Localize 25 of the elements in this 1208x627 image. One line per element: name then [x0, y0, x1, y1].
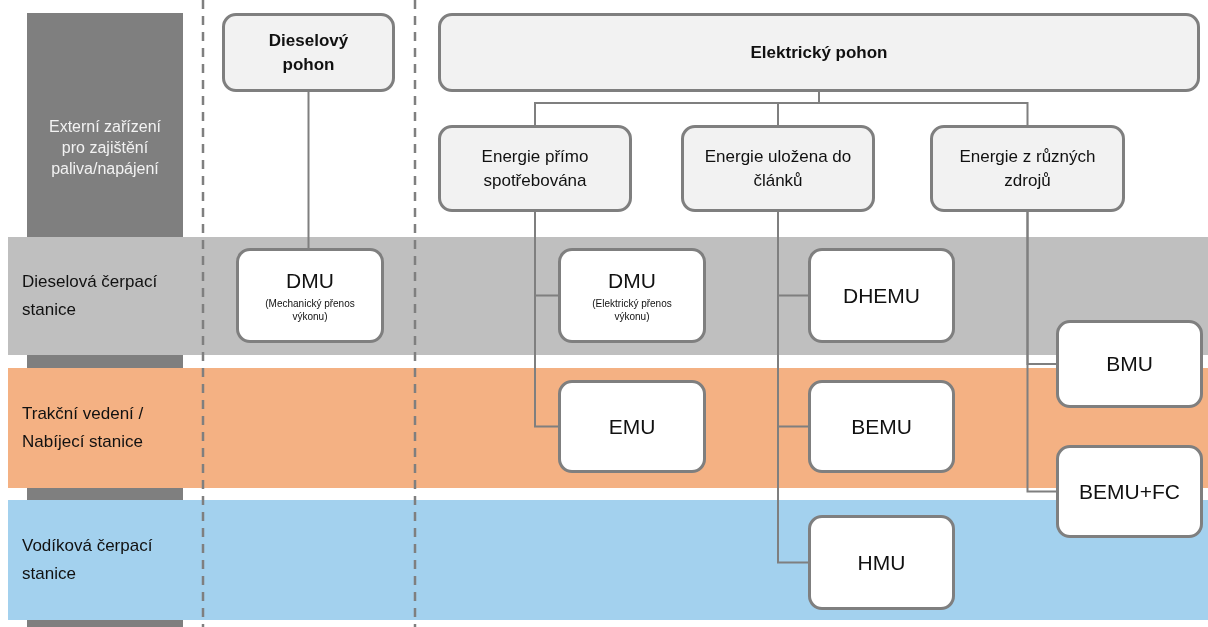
column-band: Externí zařízení pro zajištění paliva/napájení [27, 13, 183, 237]
vehicle-box: BMU [1056, 320, 1203, 408]
vehicle-name: DMU [286, 268, 334, 293]
vehicle-note: (Mechanický přenos výkonu) [264, 296, 356, 323]
vehicle-box: HMU [808, 515, 955, 610]
vehicle-name: DMU [608, 268, 656, 293]
lane-band [8, 237, 1208, 355]
vehicle-note: (Elektrický přenos výkonu) [591, 296, 673, 323]
vehicle-box: EMU [558, 380, 706, 473]
vehicle-box: BEMU+FC [1056, 445, 1203, 538]
category-box: Elektrický pohon [438, 13, 1200, 92]
lane-label: Vodíková čerpací stanice [22, 535, 154, 585]
lane-label: Dieselová čerpací stanice [22, 271, 159, 321]
category-box: Dieselový pohon [222, 13, 395, 92]
category-box: Energie z různých zdrojů [930, 125, 1125, 212]
connector-line [307, 91, 310, 249]
vehicle-box [236, 248, 384, 343]
category-box: Energie přímo spotřebována [438, 125, 632, 212]
connector-line [1026, 211, 1057, 493]
category-box: Energie uložena do článků [681, 125, 875, 212]
vehicle-box: BEMU [808, 380, 955, 473]
lane-band [8, 500, 1208, 620]
lane-label: Trakční vedení / Nabíjecí stanice [22, 403, 145, 453]
vehicle-box [558, 248, 706, 343]
vehicle-box: DHEMU [808, 248, 955, 343]
